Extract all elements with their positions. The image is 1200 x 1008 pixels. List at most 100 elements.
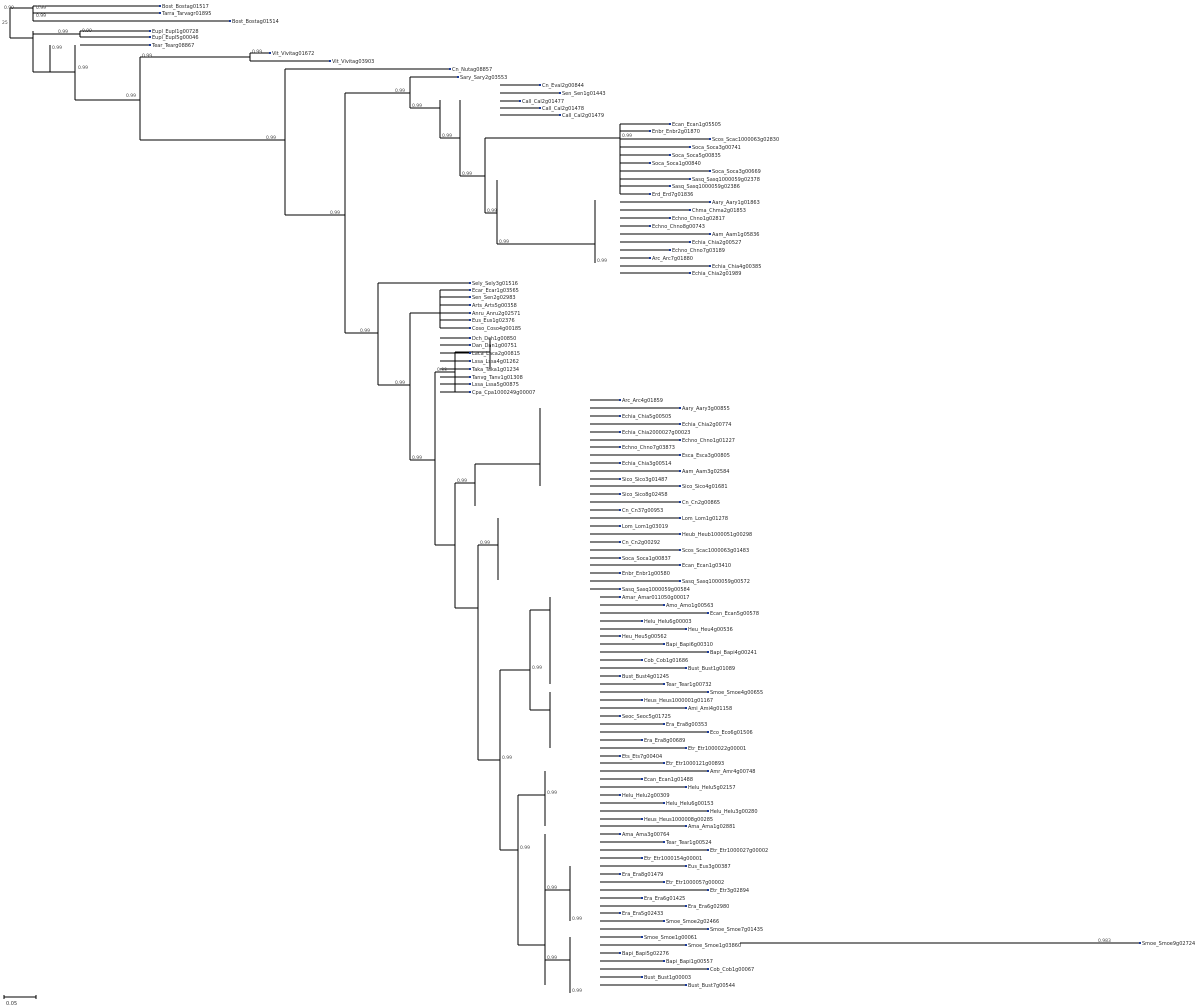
tree-leaf-label: Amr_Amr4g00748 [710, 769, 755, 775]
tree-tip-marker [329, 60, 331, 62]
tree-tip-marker [469, 319, 471, 321]
tree-support-value: 0.99 [266, 135, 276, 141]
tree-tip-marker [449, 68, 451, 70]
tree-tip-marker [707, 810, 709, 812]
tree-tip-marker [619, 415, 621, 417]
tree-tip-marker [663, 960, 665, 962]
tree-leaf-label: Soca_Soca5g00835 [672, 153, 721, 159]
tree-support-value: 0.99 [520, 845, 530, 851]
tree-tip-marker [619, 912, 621, 914]
tree-tip-marker [709, 170, 711, 172]
tree-tip-marker [663, 802, 665, 804]
tree-leaf-label: Echno_Chno7g03189 [672, 248, 725, 254]
tree-leaf-label: Eus_Eus1g02376 [472, 318, 515, 324]
tree-tip-marker [707, 612, 709, 614]
tree-leaf-label: Helu_Helu2g00309 [622, 793, 670, 799]
outlier-support-value: 0.983 [1098, 938, 1111, 944]
tree-support-value: 0.99 [36, 13, 46, 19]
tree-leaf-label: Sico_Sico3g01487 [622, 477, 668, 483]
tree-leaf-label: Era_Era8g01479 [622, 872, 663, 878]
tree-support-value: 0.99 [82, 28, 92, 34]
tree-leaf-label: Amo_Amo1g00563 [666, 603, 713, 609]
tree-tip-marker [685, 667, 687, 669]
tree-tip-marker [685, 905, 687, 907]
tree-leaf-label: Vit_Vivitag03903 [332, 59, 374, 65]
tree-leaf-label: Tear_Tearg08867 [151, 43, 194, 49]
tree-support-value: 0.99 [480, 540, 490, 546]
tree-tip-marker [619, 431, 621, 433]
tree-leaf-label: Seoc_Seoc5g01725 [622, 714, 671, 720]
tree-tip-marker [689, 209, 691, 211]
tree-tip-marker [469, 312, 471, 314]
tree-tip-marker [685, 707, 687, 709]
tree-leaf-label: Etr_Etr3g02894 [710, 888, 749, 894]
tree-support-value: 0.99 [395, 88, 405, 94]
tree-leaf-label: Cn_Cn2g00865 [682, 500, 720, 506]
tree-support-value: 0.99 [597, 258, 607, 264]
tree-leaf-label: Lom_Lom1g03019 [622, 524, 668, 530]
tree-leaf-label: Lom_Lom1g01278 [682, 516, 728, 522]
tree-tip-marker [641, 976, 643, 978]
tree-support-value: 0.99 [572, 988, 582, 994]
tree-tip-marker [149, 30, 151, 32]
tree-tip-marker [457, 76, 459, 78]
tree-tip-marker [469, 376, 471, 378]
tree-leaf-label: Heus_Heus1000008g00285 [644, 817, 713, 823]
tree-support-value: 0.99 [395, 380, 405, 386]
tree-tip-marker [707, 889, 709, 891]
tree-leaf-label: Amar_Amar011050g00017 [622, 595, 690, 601]
tree-tip-marker [641, 620, 643, 622]
tree-support-value: 0.99 [437, 367, 447, 373]
tree-tip-marker [669, 217, 671, 219]
tree-tip-marker [663, 881, 665, 883]
tree-tip-marker [707, 928, 709, 930]
tree-tip-marker [619, 596, 621, 598]
tree-leaf-label: Esca_Esca3g00805 [682, 453, 730, 459]
tree-leaf-label: Ama_Ama3g00764 [622, 832, 669, 838]
tree-leaf-label: Echia_Chia5g00505 [622, 414, 671, 420]
tree-support-value: 0.99 [78, 65, 88, 71]
tree-support-value: 0.99 [499, 239, 509, 245]
tree-tip-marker [619, 755, 621, 757]
tree-leaf-label: Aam_Aam3g02584 [682, 469, 729, 475]
tree-leaf-label: Cn_Cn37g00953 [622, 508, 663, 514]
tree-leaf-label: Bost_Bostag01514 [232, 19, 279, 25]
tree-tip-marker [685, 984, 687, 986]
tree-support-value: 0.99 [457, 478, 467, 484]
tree-leaf-label: Aam_Aam1g05836 [712, 232, 759, 238]
tree-tip-marker [679, 407, 681, 409]
tree-tip-marker [669, 185, 671, 187]
tree-leaf-label: Ami_Ami4g01158 [688, 706, 732, 712]
tree-tip-marker [619, 833, 621, 835]
tree-tip-marker [685, 825, 687, 827]
tree-tip-marker [707, 651, 709, 653]
tree-support-value: 0.99 [547, 790, 557, 796]
tree-leaf-label: Era_Era5g02433 [622, 911, 663, 917]
tree-tip-marker [619, 715, 621, 717]
tree-leaf-label: Sasq_Sasq1000059g00572 [682, 579, 750, 585]
tree-tip-marker [709, 201, 711, 203]
tree-tip-marker [679, 549, 681, 551]
tree-tip-marker [641, 699, 643, 701]
tree-tip-marker [679, 501, 681, 503]
tree-leaf-label: Cob_Cob1g00067 [710, 967, 754, 973]
tree-leaf-label: Echia_Chia3g00514 [622, 461, 671, 467]
tree-tips [149, 5, 1141, 986]
tree-tip-marker [149, 44, 151, 46]
tree-tip-marker [669, 154, 671, 156]
tree-support-value: 0.99 [126, 93, 136, 99]
tree-leaf-label: Scos_Scac1000063g01483 [682, 548, 749, 554]
tree-tip-marker [159, 12, 161, 14]
tree-tip-marker [663, 723, 665, 725]
tree-tip-marker [619, 572, 621, 574]
tree-leaf-labels: Bost_Bostag01517Tarra_Tarvagr01895Bost_B… [151, 4, 1195, 989]
tree-leaf-label: Bapi_Bapi4g00241 [710, 650, 757, 656]
tree-support-value: 0.99 [462, 171, 472, 177]
tree-tip-marker [709, 138, 711, 140]
tree-support-value: 0.99 [142, 53, 152, 59]
tree-tip-marker [679, 564, 681, 566]
tree-leaf-label: Heus_Heus1000001g01167 [644, 698, 713, 704]
tree-leaf-label: Ecan_Ecan5g00578 [710, 611, 759, 617]
tree-tip-marker [707, 770, 709, 772]
tree-tip-marker [663, 841, 665, 843]
